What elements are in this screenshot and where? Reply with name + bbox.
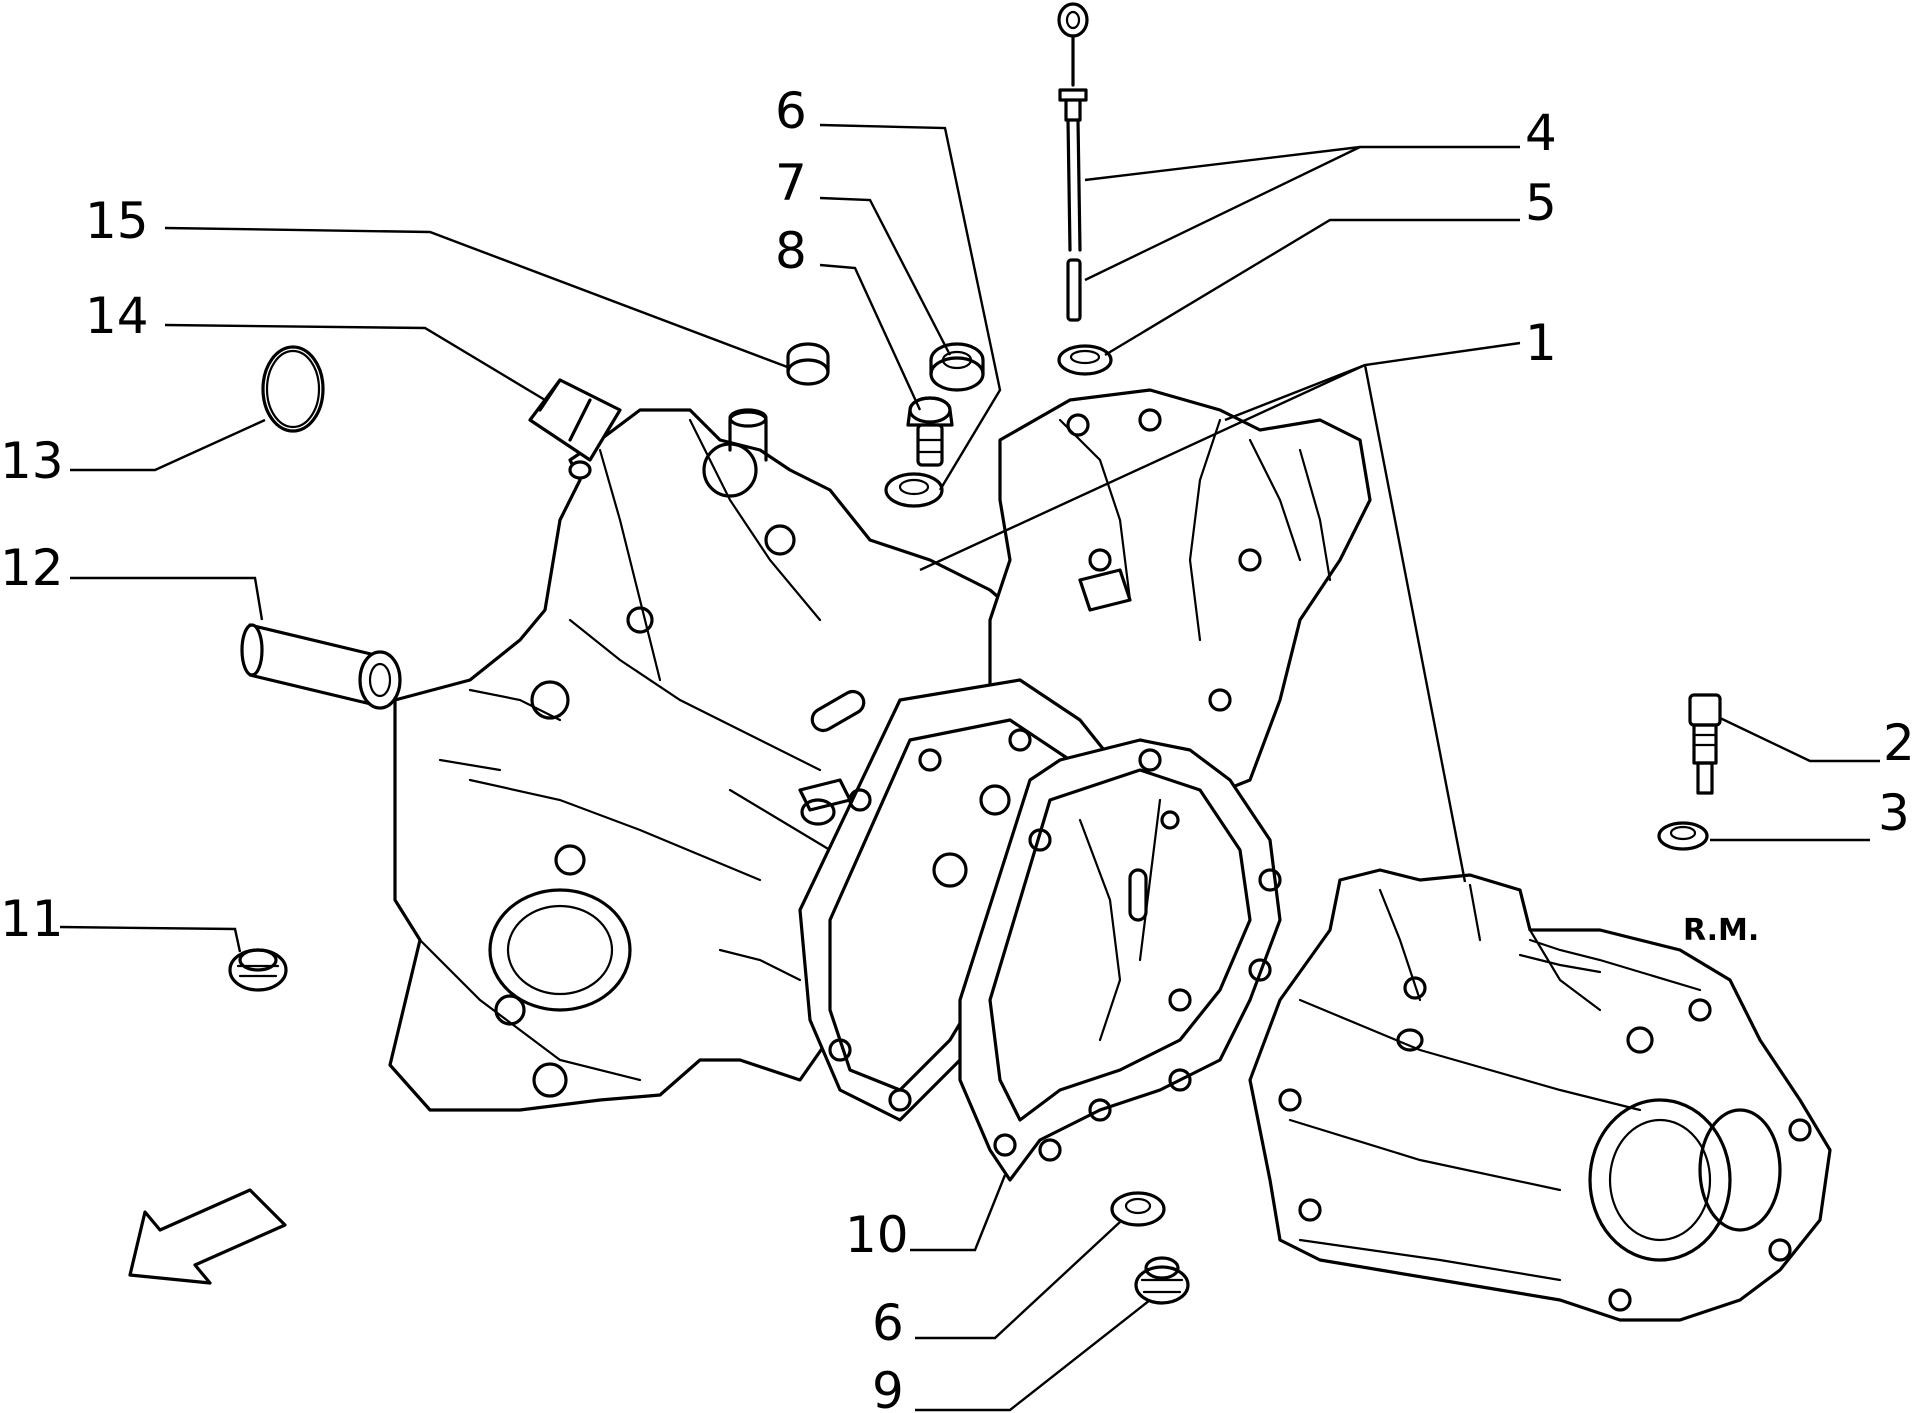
callout-15: 15 bbox=[85, 192, 149, 250]
washer-6-bottom bbox=[1110, 1191, 1166, 1227]
leader-lines bbox=[59, 123, 1880, 1412]
callout-6-top: 6 bbox=[775, 82, 807, 140]
callout-4: 4 bbox=[1525, 104, 1557, 162]
sleeve-12 bbox=[240, 623, 402, 710]
direction-arrow-icon bbox=[128, 1188, 287, 1285]
gearbox-housing bbox=[388, 408, 1082, 1112]
rear-cover-housing bbox=[1248, 868, 1832, 1322]
gasket-frame-b bbox=[958, 738, 1282, 1182]
callout-1: 1 bbox=[1525, 314, 1557, 372]
callout-7: 7 bbox=[775, 154, 807, 212]
callout-2: 2 bbox=[1883, 714, 1912, 772]
callout-6-bottom: 6 bbox=[872, 1294, 904, 1352]
callout-10: 10 bbox=[845, 1206, 909, 1264]
callout-8: 8 bbox=[775, 222, 807, 280]
sensor-2 bbox=[1688, 693, 1722, 795]
o-ring-13 bbox=[261, 345, 325, 433]
callout-14: 14 bbox=[85, 287, 149, 345]
callout-labels: 1 2 3 4 5 6 7 8 15 14 13 12 11 10 6 9 R.… bbox=[0, 82, 1912, 1413]
callout-12: 12 bbox=[0, 539, 64, 597]
seal-7 bbox=[929, 342, 985, 392]
plug-screw-8 bbox=[906, 396, 954, 467]
callout-11: 11 bbox=[0, 890, 64, 948]
drain-plug-9 bbox=[1134, 1256, 1190, 1305]
callout-5: 5 bbox=[1525, 174, 1557, 232]
rm-mark: R.M. bbox=[1683, 913, 1759, 948]
callout-3: 3 bbox=[1878, 784, 1910, 842]
washer-5 bbox=[1057, 344, 1113, 376]
plug-11 bbox=[228, 948, 288, 992]
plug-15 bbox=[786, 342, 830, 386]
callout-9: 9 bbox=[872, 1362, 904, 1413]
intermediate-plate bbox=[988, 388, 1372, 802]
dipstick bbox=[1057, 2, 1089, 322]
washer-6-top bbox=[884, 472, 944, 508]
callout-13: 13 bbox=[0, 432, 64, 490]
washer-3 bbox=[1657, 821, 1709, 851]
breather-cap-14 bbox=[528, 378, 622, 480]
